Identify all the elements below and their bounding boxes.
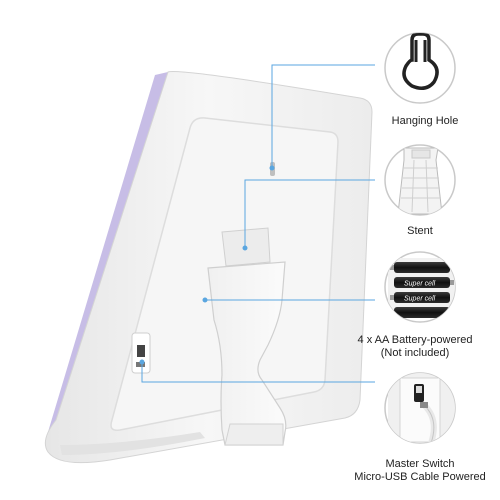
- caption-switch: Master Switch Micro-USB Cable Powered: [340, 458, 500, 484]
- detail-batteries: Super cell Super cell: [384, 251, 456, 323]
- kickstand: [207, 261, 287, 446]
- caption-hanging-hole: Hanging Hole: [345, 115, 500, 128]
- battery-label: Super cell: [404, 296, 436, 303]
- caption-text: 4 x AA Battery-powered: [357, 334, 473, 346]
- battery-3: Super cell: [390, 292, 450, 303]
- callout-lines: [139, 64, 375, 383]
- caption-stent: Stent: [340, 225, 500, 238]
- caption-text-sub: Micro-USB Cable Powered: [354, 471, 486, 483]
- caption-text: Hanging Hole: [391, 115, 459, 127]
- usb-port: [136, 362, 145, 367]
- battery-4: [394, 307, 450, 318]
- detail-hanging-hole: [384, 32, 456, 104]
- battery-2: Super cell: [394, 277, 454, 288]
- side-switch-knob: [137, 345, 145, 357]
- detail-switch-usb: [384, 372, 456, 444]
- callout-line-stent: [244, 179, 375, 248]
- battery-1: [390, 262, 450, 273]
- caption-text-sub: (Not included): [380, 347, 450, 359]
- frame-bezel: [45, 72, 168, 442]
- caption-text: Stent: [407, 225, 433, 237]
- callout-line-hanging: [271, 64, 375, 168]
- caption-battery: 4 x AA Battery-powered (Not included): [335, 334, 495, 360]
- detail-stent: [384, 144, 456, 216]
- callout-line-switch: [141, 362, 375, 383]
- photo-frame-device: [44, 71, 373, 464]
- caption-text: Master Switch: [385, 458, 455, 470]
- battery-label: Super cell: [404, 281, 436, 288]
